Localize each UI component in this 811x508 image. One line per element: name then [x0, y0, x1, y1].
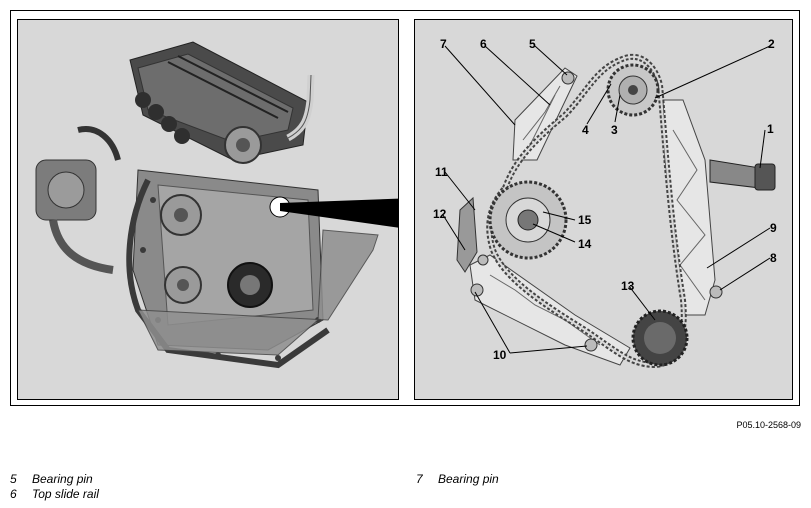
callout-2: 2 — [768, 37, 775, 51]
legend-label: Bearing pin — [438, 472, 499, 486]
timing-chain — [486, 53, 687, 369]
callout-4: 4 — [582, 123, 589, 137]
camshaft-sprocket — [224, 126, 262, 164]
lower-sprocket — [164, 266, 202, 304]
legend-item-5: 5 Bearing pin — [10, 472, 93, 486]
callout-3: 3 — [611, 123, 618, 137]
intermediate-gear — [488, 180, 568, 260]
callout-7: 7 — [440, 37, 447, 51]
callout-5: 5 — [529, 37, 536, 51]
crankshaft-sprocket — [631, 309, 689, 367]
bearing-pin-5 — [561, 71, 575, 85]
intake-pipe — [286, 74, 315, 142]
legend-number: 7 — [416, 472, 423, 486]
timing-chain-detail-panel: 7 6 5 2 1 3 4 11 12 9 8 15 14 13 10 — [414, 19, 793, 400]
bearing-pin-8 — [709, 285, 723, 299]
bearing-pins — [470, 71, 723, 352]
callout-10: 10 — [493, 348, 507, 362]
legend-label: Top slide rail — [32, 487, 99, 501]
bearing-pin-10b — [584, 338, 598, 352]
engine-illustration — [35, 41, 398, 369]
legend-number: 5 — [10, 472, 17, 486]
turbocharger — [35, 126, 121, 274]
callout-13: 13 — [621, 279, 635, 293]
legend-number: 6 — [10, 487, 17, 501]
oil-sump — [137, 229, 379, 356]
callout-11: 11 — [435, 165, 448, 179]
callout-14: 14 — [578, 237, 592, 251]
engine-overview-panel — [17, 19, 399, 400]
callout-8: 8 — [770, 251, 777, 265]
callout-1: 1 — [767, 122, 774, 136]
leader-lines — [442, 45, 771, 354]
timing-chain-illustration: 7 6 5 2 1 3 4 11 12 9 8 15 14 13 10 — [433, 37, 777, 369]
zoom-marker — [269, 196, 398, 228]
legend-item-6: 6 Top slide rail — [10, 487, 99, 501]
cylinder-head — [129, 41, 309, 161]
figure-code: P05.10-2568-09 — [736, 420, 801, 430]
bearing-pin-10a — [470, 283, 484, 297]
chain-tensioner — [709, 159, 776, 191]
callout-15: 15 — [578, 213, 592, 227]
bearing-pin-12 — [477, 254, 489, 266]
callout-9: 9 — [770, 221, 777, 235]
crankshaft-pulley — [227, 262, 273, 308]
upper-sprocket — [606, 63, 660, 117]
legend-item-7: 7 Bearing pin — [416, 472, 499, 486]
legend-label: Bearing pin — [32, 472, 93, 486]
intermediate-sprocket — [160, 194, 202, 236]
callout-12: 12 — [433, 207, 447, 221]
chain-guide-bracket — [456, 196, 478, 273]
callout-6: 6 — [480, 37, 487, 51]
